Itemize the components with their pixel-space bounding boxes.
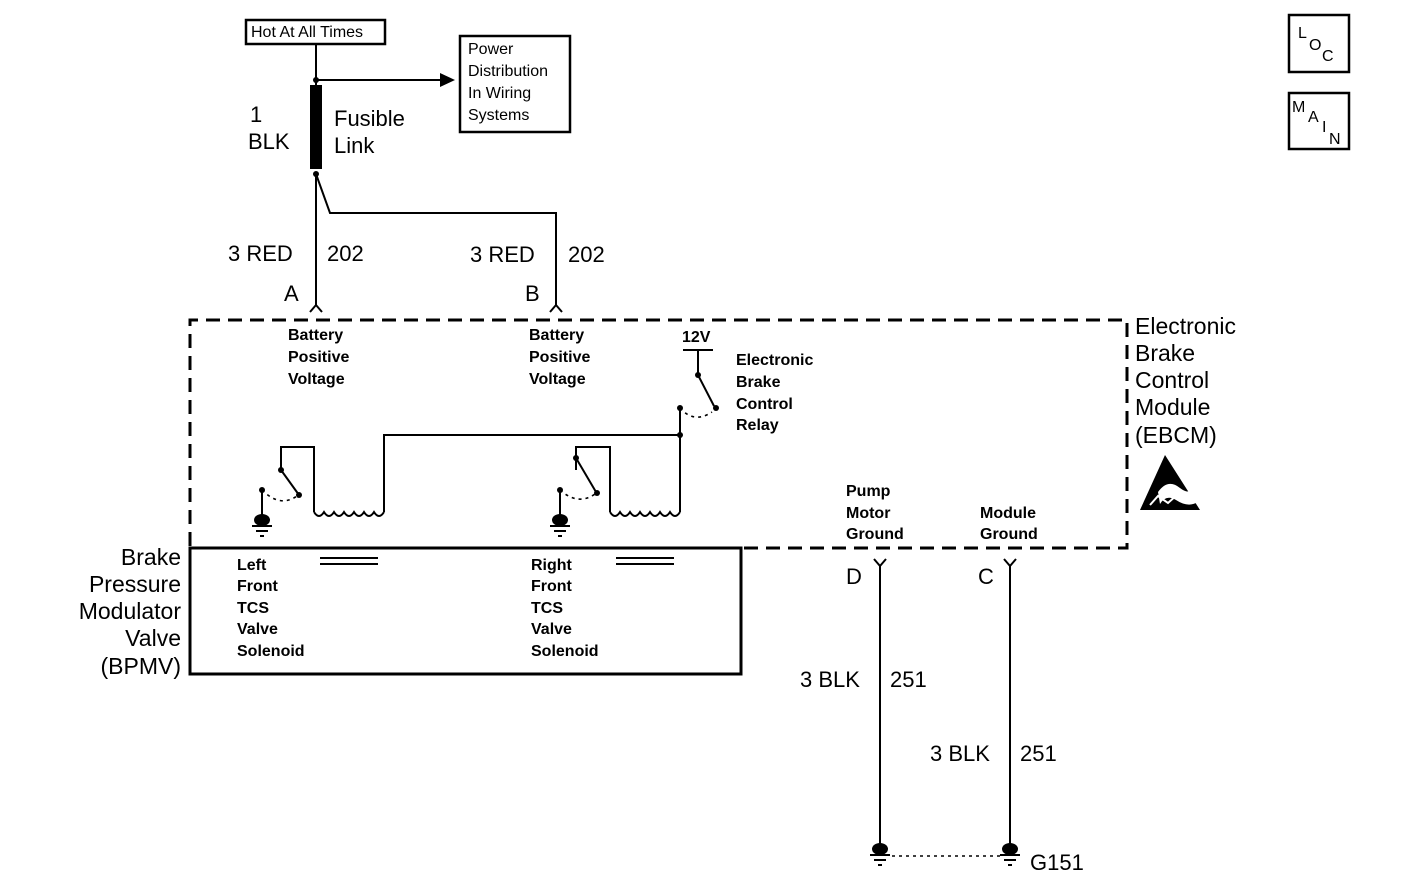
ebcm-title: Electronic Brake Control Module (EBCM) <box>1135 313 1236 448</box>
right-solenoid-label-3: TCS <box>531 600 563 617</box>
relay-switch-dot <box>713 405 719 411</box>
bpmv-title: Brake Pressure Modulator Valve (BPMV) <box>79 544 182 679</box>
fusible-link-label-1: Fusible <box>334 106 405 131</box>
bpmv-outline <box>188 546 743 676</box>
ground-symbol-d <box>870 843 890 866</box>
wire-b-gauge-color: 3 RED <box>470 242 535 267</box>
pin-a-label: A <box>284 281 299 306</box>
loc-letter-o: O <box>1309 37 1321 54</box>
ebcm-title-line-1: Electronic <box>1135 313 1236 339</box>
left-solenoid-label-2: Front <box>237 578 279 595</box>
power-distribution-box: Power Distribution In Wiring Systems <box>458 34 572 134</box>
wire-a-gauge-color: 3 RED <box>228 241 293 266</box>
relay-label-line-1: Electronic <box>736 352 813 369</box>
ground-label: G151 <box>1030 850 1084 875</box>
wire-d-gauge-color: 3 BLK <box>800 667 860 692</box>
pump-ground-line-1: Pump <box>846 483 891 500</box>
loc-letter-l: L <box>1298 25 1307 42</box>
fusible-wire-size: 1 <box>250 102 262 127</box>
right-solenoid-label-1: Right <box>531 557 573 574</box>
hot-at-all-times-box: Hot At All Times <box>244 18 387 46</box>
power-distribution-line-1: Power <box>468 41 514 58</box>
pin-d-connector <box>873 558 887 568</box>
right-solenoid-coil <box>609 510 681 517</box>
wire-b <box>315 173 557 305</box>
module-ground-line-1: Module <box>980 505 1036 522</box>
ebcm-title-line-4: Module <box>1135 394 1210 420</box>
wire-b-circuit: 202 <box>568 242 605 267</box>
solenoid-bus-wire <box>383 434 680 512</box>
right-solenoid-label-4: Valve <box>531 621 572 638</box>
pin-d-label: D <box>846 564 862 589</box>
main-button[interactable]: M A I N <box>1287 91 1351 151</box>
left-solenoid-label-5: Solenoid <box>237 643 305 660</box>
pin-a-connector <box>309 303 323 313</box>
hot-at-all-times-label: Hot At All Times <box>251 24 363 41</box>
right-solenoid-label-2: Front <box>531 578 573 595</box>
main-letter-i: I <box>1322 119 1326 136</box>
fusible-link-symbol <box>310 85 322 169</box>
bpmv-title-line-4: Valve <box>125 625 181 651</box>
pin-b-connector <box>549 303 563 313</box>
pin-c-connector <box>1003 558 1017 568</box>
left-solenoid-coil <box>313 510 385 517</box>
pin-b-function-line-1: Battery <box>529 327 584 344</box>
distribution-splice-dot <box>313 77 319 83</box>
wire-c-circuit: 251 <box>1020 741 1057 766</box>
relay-label-line-2: Brake <box>736 374 781 391</box>
loc-button[interactable]: L O C <box>1287 13 1351 74</box>
relay-label-line-3: Control <box>736 396 793 413</box>
power-distribution-line-2: Distribution <box>468 63 548 80</box>
right-solenoid-driver <box>550 446 611 537</box>
left-solenoid-label-4: Valve <box>237 621 278 638</box>
pin-b-function-line-3: Voltage <box>529 371 586 388</box>
main-letter-n: N <box>1329 131 1341 148</box>
pump-ground-line-3: Ground <box>846 526 904 543</box>
ground-symbol-c <box>1000 843 1020 866</box>
pin-a-function-line-2: Positive <box>288 349 349 366</box>
pump-ground-line-2: Motor <box>846 505 890 522</box>
right-solenoid-label-5: Solenoid <box>531 643 599 660</box>
module-ground-line-2: Ground <box>980 526 1038 543</box>
left-solenoid-label-3: TCS <box>237 600 269 617</box>
ebcm-title-line-5: (EBCM) <box>1135 422 1217 448</box>
ebcm-title-line-2: Brake <box>1135 340 1195 366</box>
relay-coil-link <box>679 407 713 418</box>
wire-d-circuit: 251 <box>890 667 927 692</box>
pin-a-function-line-1: Battery <box>288 327 343 344</box>
ebcm-outline <box>188 318 1129 550</box>
pin-b-label: B <box>525 281 540 306</box>
bpmv-title-line-1: Brake <box>121 544 181 570</box>
relay-switch-arm <box>697 374 715 407</box>
bpmv-title-line-3: Modulator <box>79 598 182 624</box>
ebcm-title-line-3: Control <box>1135 367 1209 393</box>
loc-letter-c: C <box>1322 48 1334 65</box>
fusible-link-label-2: Link <box>334 133 375 158</box>
esd-warning-icon <box>1140 455 1200 510</box>
bpmv-title-line-5: (BPMV) <box>101 653 182 679</box>
relay-voltage-label: 12V <box>682 329 711 346</box>
main-letter-m: M <box>1292 99 1305 116</box>
pin-c-label: C <box>978 564 994 589</box>
fusible-wire-color: BLK <box>248 129 290 154</box>
relay-label-line-4: Relay <box>736 417 779 434</box>
wire-a-circuit: 202 <box>327 241 364 266</box>
main-letter-a: A <box>1308 109 1319 126</box>
bpmv-title-line-2: Pressure <box>89 571 181 597</box>
left-solenoid-label-1: Left <box>237 557 267 574</box>
power-distribution-line-3: In Wiring <box>468 85 531 102</box>
pin-b-function-line-2: Positive <box>529 349 590 366</box>
distribution-arrow <box>440 73 455 87</box>
power-distribution-line-4: Systems <box>468 107 529 124</box>
wire-c-gauge-color: 3 BLK <box>930 741 990 766</box>
pin-a-function-line-3: Voltage <box>288 371 345 388</box>
left-solenoid-driver <box>252 446 315 537</box>
